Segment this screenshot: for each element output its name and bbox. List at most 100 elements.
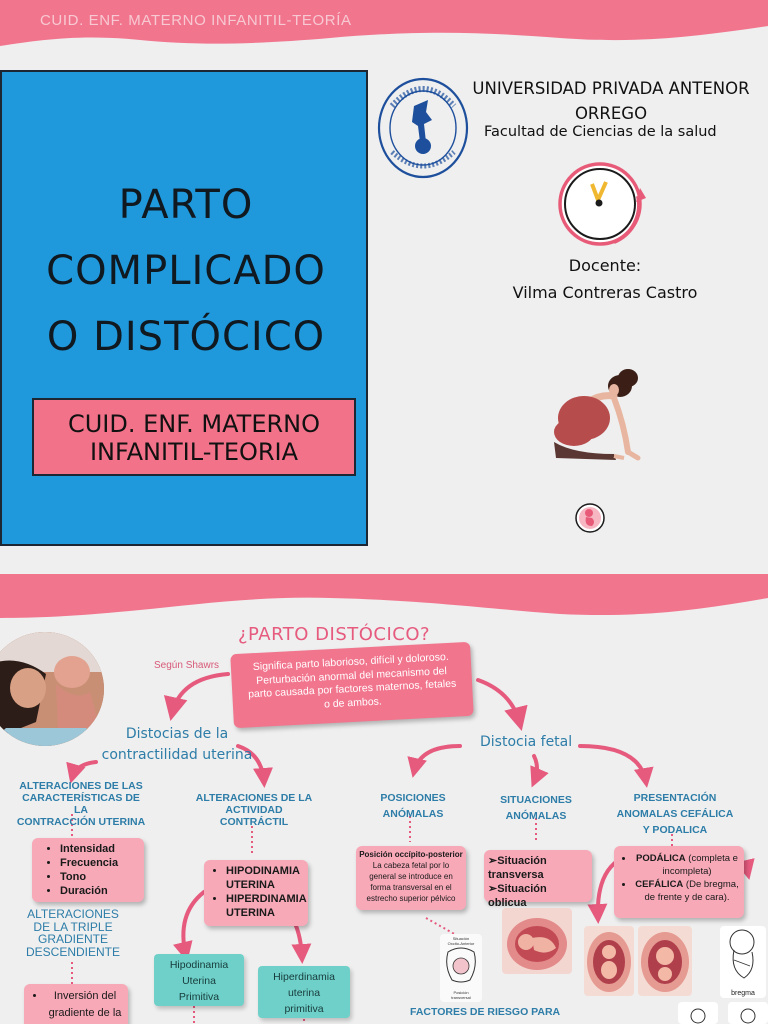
heading-line: ANOMALAS CEFÁLICA [616, 808, 734, 820]
fetus-sketch-illustration-1 [678, 1002, 718, 1024]
posiciones-box: Posición occípito-posterior La cabeza fe… [356, 846, 466, 910]
heading-line: CONTRACCIÓN UTERINA [16, 816, 146, 828]
list-item-line: HIPODINAMIA [226, 865, 300, 877]
bregma-label: bregma [731, 990, 755, 997]
heading-line: ACTIVIDAD [225, 804, 283, 816]
list-item: Duración [60, 884, 144, 898]
branch-distocia-fetal: Distocia fetal [480, 734, 573, 750]
box-line: uterina [287, 987, 321, 999]
list-item: transversa [488, 869, 544, 881]
pelvis-position-illustration: Situación Oxcito-Anterior Posición trans… [440, 934, 482, 1002]
list-item-line: UTERINA [226, 907, 275, 919]
list-item-line: HIPERDINAMIA [226, 893, 307, 905]
heading-line: CONTRÁCTIL [219, 816, 289, 828]
heading-line: DESCENDIENTE [25, 944, 120, 959]
course-box-line: INFANITIL-TEORIA [89, 438, 299, 466]
heading-line: POSICIONES [380, 792, 446, 804]
caracteristicas-list-box: Intensidad Frecuencia Tono Duración [32, 838, 144, 902]
docente-label: Docente: [568, 256, 642, 275]
clock-icon [558, 162, 646, 246]
university-seal-logo [377, 77, 469, 179]
box-line: forma transversal en el [370, 883, 452, 892]
title-line: PARTO [118, 182, 254, 228]
box-line: Hiperdinamia [273, 971, 335, 983]
heading-line: ALTERACIONES [27, 907, 119, 921]
list-item: Intensidad [60, 842, 144, 856]
list-item-bold: PODÁLICA [636, 853, 686, 864]
heading-line: DE LA TRIPLE [33, 919, 113, 934]
heading-line: PRESENTACIÓN [633, 792, 717, 804]
list-item-line: gradiente de la [48, 1007, 122, 1019]
situaciones-box: ➢Situación transversa ➢Situación oblicua [484, 850, 592, 909]
heading-line: ALTERACIONES DE LA [195, 792, 313, 804]
list-item: Inversión del gradiente de la [46, 988, 124, 1022]
heading-alteraciones-caracteristicas: ALTERACIONES DE LAS CARACTERÍSTICAS DE L… [14, 780, 148, 828]
factores-riesgo-heading: FACTORES DE RIESGO PARA [410, 1006, 561, 1018]
main-question: ¿PARTO DISTÓCICO? [238, 624, 431, 645]
box-line: estrecho superior pélvico [366, 894, 456, 903]
box-line: general se introduce en [369, 872, 453, 881]
box-line: primitiva [284, 1003, 324, 1015]
docente-name: Vilma Contreras Castro [512, 283, 698, 302]
box-line: La cabeza fetal por lo [372, 861, 450, 870]
title-panel: PARTO COMPLICADO O DISTÓCICO CUID. ENF. … [0, 70, 368, 546]
source-author: Según Shawrs [154, 660, 220, 671]
hipodinamia-box: Hipodinamia Uterina Primitiva [154, 954, 244, 1006]
box-line: Hipodinamia [169, 959, 229, 971]
title-line: O DISTÓCICO [46, 314, 326, 360]
heading-alteraciones-triple-gradiente: ALTERACIONES DE LA TRIPLE GRADIENTE DESC… [20, 908, 126, 958]
list-item: HIPERDINAMIA UTERINA [226, 892, 307, 920]
list-item-text: (completa e [685, 853, 738, 864]
heading-line: CARACTERÍSTICAS DE LA [22, 792, 140, 816]
university-name-line: UNIVERSIDAD PRIVADA ANTENOR [472, 79, 750, 98]
uterus-transverse-illustration [502, 908, 572, 974]
heading-line: Y PODALICA [642, 824, 708, 836]
branch-line: contractilidad uterina [101, 747, 253, 763]
heading-alteraciones-actividad: ALTERACIONES DE LA ACTIVIDAD CONTRÁCTIL [190, 792, 318, 828]
list-item: ➢Situación [488, 855, 547, 867]
heading-line: ALTERACIONES DE LAS [19, 780, 143, 792]
fetus-sketch-illustration-2 [728, 1002, 768, 1024]
list-item-line: UTERINA [226, 879, 275, 891]
caption-line: transversal [451, 995, 471, 1000]
branch-line: Distocias de la [125, 726, 229, 742]
illustration-caption: Posición transversal [440, 990, 482, 1000]
pelvis-icon [446, 947, 476, 983]
course-header: CUID. ENF. MATERNO INFANITIL-TEORÍA [40, 12, 352, 29]
uterus-podalic-illustration-2 [638, 926, 692, 996]
list-item: HIPODINAMIA UTERINA [226, 864, 306, 892]
presentation-title: PARTO COMPLICADO O DISTÓCICO [2, 172, 370, 370]
definition-box: Significa parto laborioso, difícil y dol… [230, 641, 474, 729]
list-item: PODÁLICA (completa e incompleta) [634, 852, 740, 878]
caption-line: Posición [453, 990, 469, 995]
header-wave [0, 0, 768, 46]
faculty-name: Facultad de Ciencias de la salud [484, 124, 717, 140]
caption-line: Situación [452, 936, 470, 941]
uterus-podalic-illustration-1 [584, 926, 634, 996]
list-item-text: incompleta) [662, 866, 712, 877]
university-name: UNIVERSIDAD PRIVADA ANTENOR ORREGO [466, 76, 756, 126]
list-item-line: Inversión del [53, 990, 117, 1002]
branch-contractilidad: Distocias de la contractilidad uterina [92, 724, 262, 766]
list-item: Frecuencia [60, 856, 144, 870]
pregnant-woman-yoga-illustration [554, 369, 641, 461]
course-box-line: CUID. ENF. MATERNO [67, 410, 321, 438]
newborn-photo [0, 632, 104, 746]
fetus-icon [575, 503, 605, 533]
heading-posiciones-anomalas: POSICIONES ANÓMALAS [370, 790, 456, 822]
box-heading: Posición occípito-posterior [359, 850, 463, 859]
box-line: Primitiva [178, 991, 220, 1003]
title-slide: CUID. ENF. MATERNO INFANITIL-TEORÍA PART… [0, 0, 768, 546]
header-wave [0, 574, 768, 618]
triple-gradiente-box: Inversión del gradiente de la [24, 984, 128, 1024]
course-name-box: CUID. ENF. MATERNO INFANITIL-TEORIA [32, 398, 356, 476]
title-line: COMPLICADO [46, 248, 326, 294]
box-line: Uterina [182, 975, 216, 987]
list-item-text: (De bregma, [683, 879, 739, 890]
university-name-line: ORREGO [574, 104, 648, 123]
heading-line: ANÓMALAS [382, 808, 444, 820]
hiperdinamia-box: Hiperdinamia uterina primitiva [258, 966, 350, 1018]
bregma-presentation-illustration: bregma [720, 926, 766, 998]
list-item-bold: CEFÁLICA [635, 879, 684, 890]
heading-line: GRADIENTE [37, 932, 108, 946]
